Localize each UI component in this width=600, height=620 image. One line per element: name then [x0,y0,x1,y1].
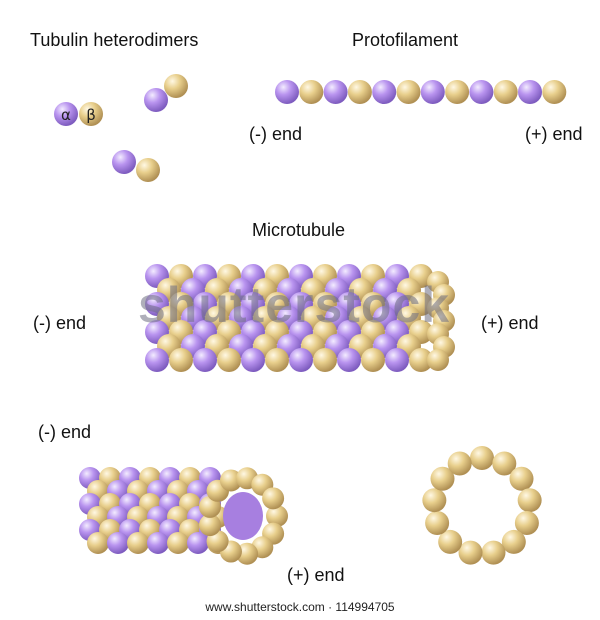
perspective-plus-end-label: (+) end [287,565,345,585]
ring-sphere [481,540,506,565]
ring-sphere [514,511,539,536]
microtubule-title: Microtubule [252,220,346,240]
beta-symbol: β [86,106,96,124]
ring-sphere [458,540,483,565]
alpha-tubulin-sphere [241,348,265,372]
end-ring-sphere [266,505,288,527]
beta-tubulin-sphere [445,80,470,104]
beta-tubulin-sphere [87,532,109,554]
ring-sphere [470,446,494,470]
watermark: shutterstock [138,277,451,333]
alpha-tubulin-sphere [275,80,299,104]
alpha-tubulin-sphere [144,88,168,112]
plus-end-rim-sphere [427,349,449,371]
ring-sphere [438,529,463,554]
beta-tubulin-sphere [542,80,567,104]
microtubule-plus-end-label: (+) end [481,313,539,333]
alpha-tubulin-sphere [469,80,494,104]
alpha-tubulin-sphere [112,150,136,174]
ring-sphere [509,466,534,491]
microtubule-side-view [145,264,455,372]
beta-tubulin-sphere [127,532,149,554]
ring-sphere [422,488,447,513]
beta-tubulin-sphere [79,102,103,126]
alpha-symbol: α [61,106,71,124]
ring-sphere [501,529,526,554]
alpha-tubulin-sphere [193,348,217,372]
alpha-tubulin-sphere [107,532,129,554]
microtubule-perspective-view [79,467,288,565]
ring-sphere [430,466,455,491]
protofilament-title: Protofilament [352,30,459,50]
end-ring-sphere [198,514,221,537]
alpha-tubulin-sphere [337,348,361,372]
end-ring-sphere [219,469,242,492]
beta-tubulin-sphere [347,80,372,104]
microtubule-cross-section-ring [422,446,542,565]
protofilament-plus-end-label: (+) end [525,124,583,144]
beta-tubulin-sphere [409,348,433,372]
ring-sphere [447,451,472,476]
alpha-tubulin-sphere [289,348,313,372]
beta-tubulin-sphere [164,74,188,98]
ring-sphere [492,451,517,476]
beta-tubulin-sphere [299,80,324,104]
end-ring-sphere [236,542,259,565]
beta-tubulin-sphere [361,348,385,372]
lumen-opening [223,492,263,540]
microtubule-minus-end-label: (-) end [33,313,87,333]
alpha-tubulin-sphere [372,80,397,104]
beta-tubulin-sphere [493,80,518,104]
end-ring-sphere [262,487,285,510]
alpha-tubulin-sphere [187,532,209,554]
alpha-tubulin-sphere [323,80,348,104]
alpha-tubulin-sphere [54,102,78,126]
perspective-minus-end-label: (-) end [38,422,92,442]
beta-tubulin-sphere [169,348,193,372]
beta-tubulin-sphere [396,80,421,104]
heterodimers-title: Tubulin heterodimers [30,30,199,50]
ring-sphere [517,488,542,513]
alpha-tubulin-sphere [420,80,445,104]
beta-tubulin-sphere [217,348,241,372]
alpha-tubulin-sphere [385,348,409,372]
alpha-tubulin-sphere [518,80,542,104]
beta-tubulin-sphere [136,158,160,182]
protofilament-group [275,80,567,104]
protofilament-minus-end-label: (-) end [249,124,303,144]
beta-tubulin-sphere [313,348,337,372]
ring-sphere [425,511,450,536]
alpha-tubulin-sphere [145,348,169,372]
beta-tubulin-sphere [167,532,189,554]
beta-tubulin-sphere [265,348,289,372]
heterodimers-group [54,74,188,182]
credit-line: www.shutterstock.com · 114994705 [205,600,395,614]
alpha-tubulin-sphere [147,532,169,554]
